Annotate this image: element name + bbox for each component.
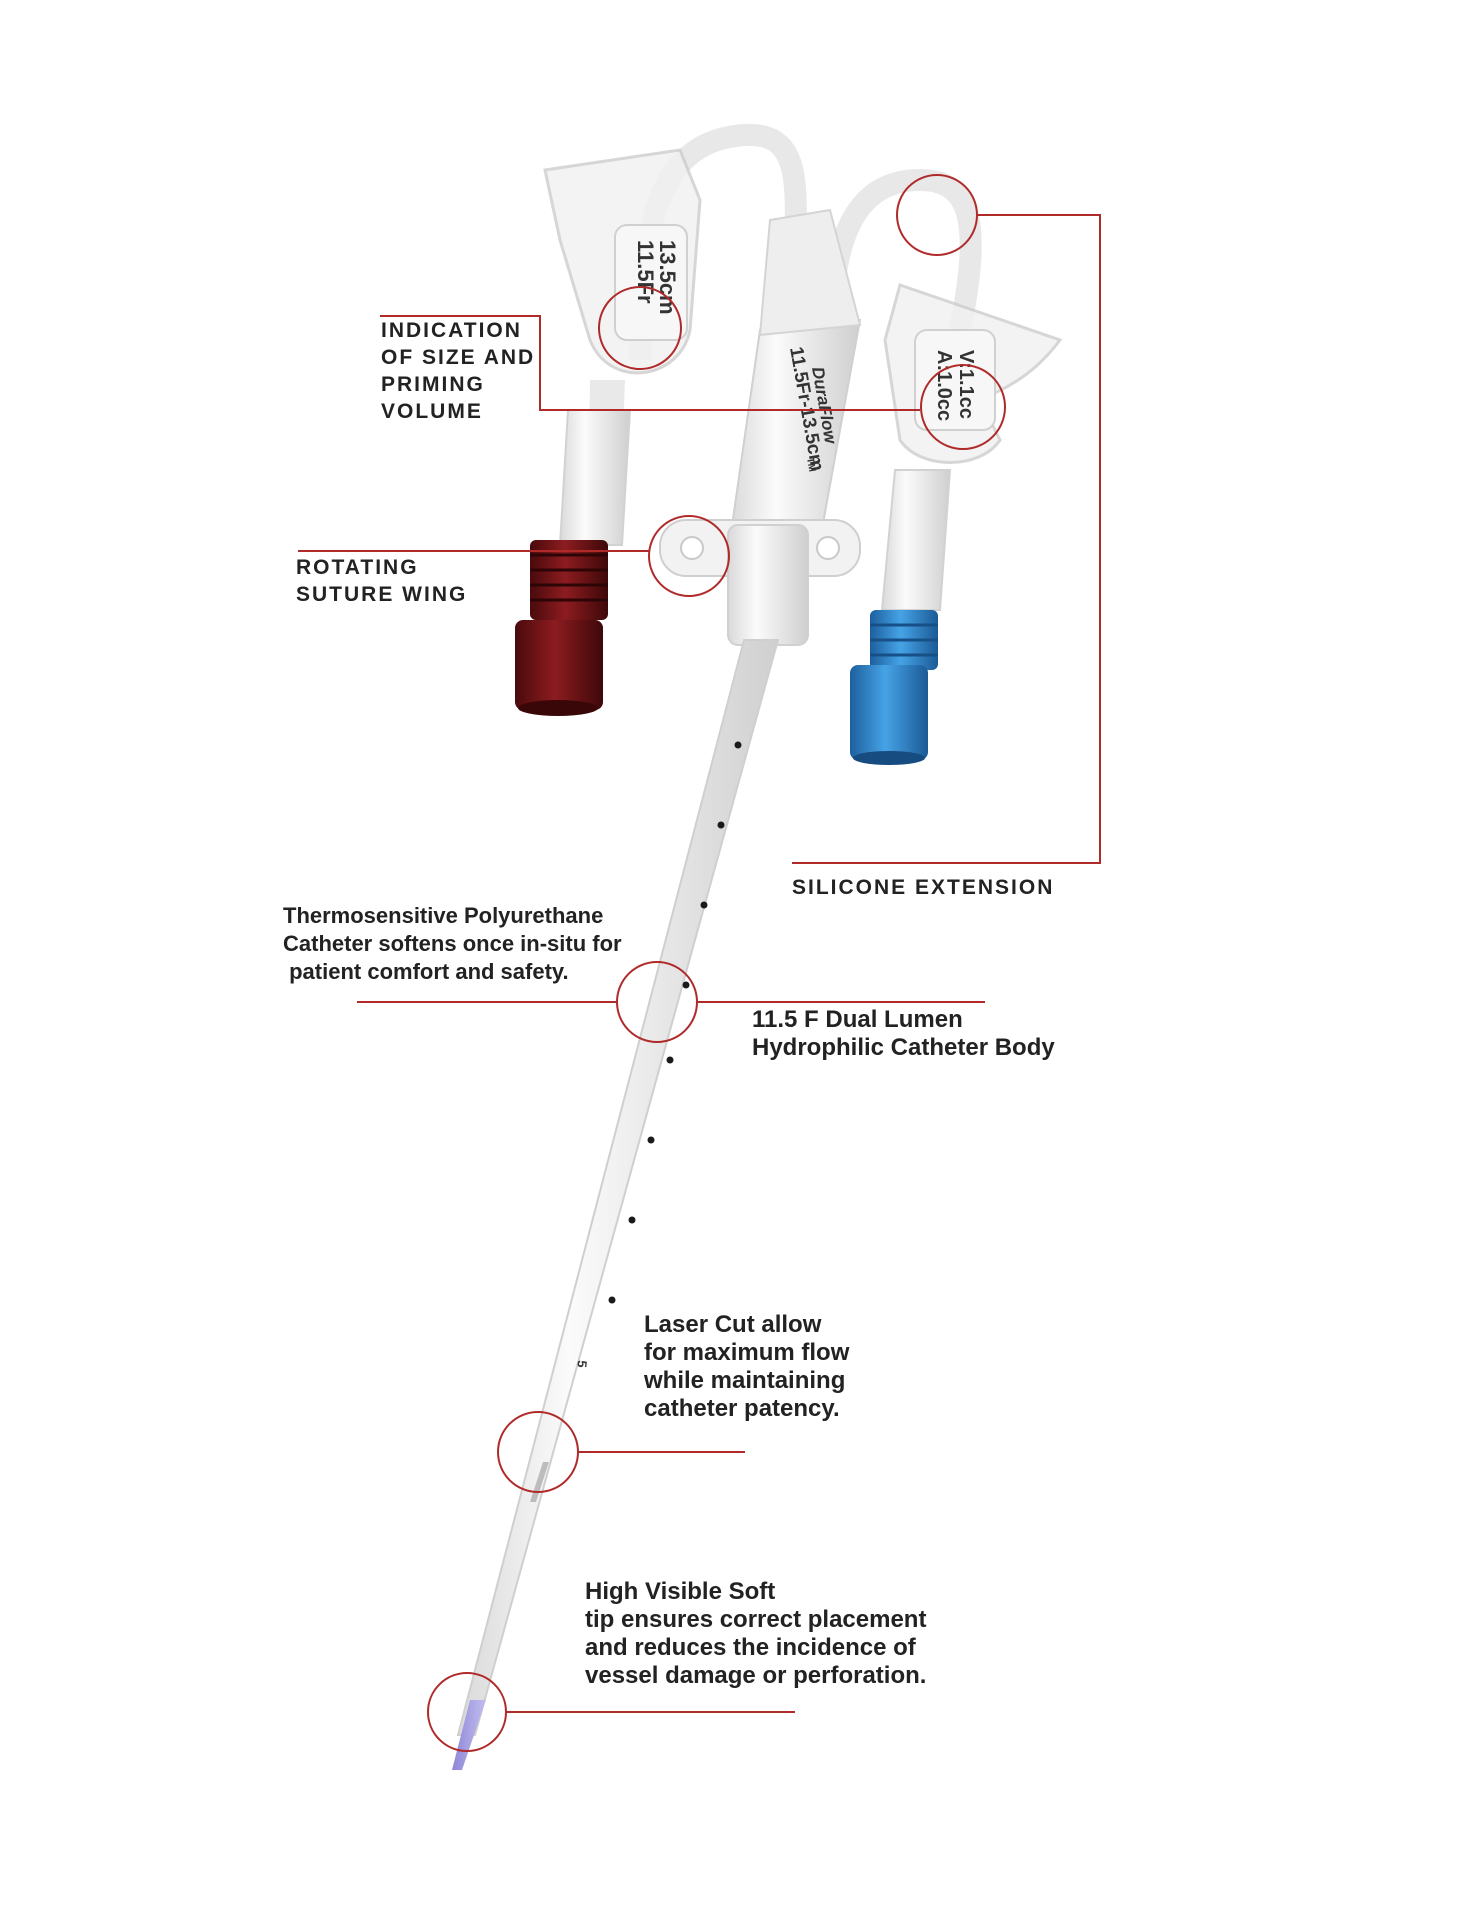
- callout-markers: [298, 174, 1101, 1752]
- label-line: while maintaining: [644, 1367, 846, 1394]
- catheter-shaft: [456, 639, 780, 1736]
- depth-mark: 5: [574, 1360, 590, 1369]
- label-suture-wing: ROTATING SUTURE WING: [296, 554, 467, 608]
- label-line: vessel damage or perforation.: [585, 1662, 927, 1689]
- label-line: OF SIZE AND: [381, 346, 536, 369]
- right-sleeve: [880, 469, 952, 611]
- label-silicone-extension: SILICONE EXTENSION: [792, 874, 1054, 901]
- left-tag-line-2: 13.5cm: [655, 240, 680, 315]
- label-polyurethane: Thermosensitive Polyurethane Catheter so…: [283, 902, 622, 986]
- label-line: PRIMING: [381, 373, 485, 396]
- label-line: tip ensures correct placement: [585, 1606, 927, 1633]
- left-size-tag: [614, 224, 688, 341]
- left-tag-line-1: 11.5Fr: [633, 240, 658, 304]
- junction-upper: [758, 208, 862, 337]
- venous-luer-hub: [850, 610, 938, 765]
- left-sleeve: [558, 409, 632, 546]
- side-holes: [608, 741, 742, 1304]
- callout-circle-volume-tag: [920, 364, 1006, 450]
- right-tag-line-2: V:1.1cc: [955, 350, 977, 419]
- catheter-device: [452, 123, 1063, 1770]
- label-line: SILICONE EXTENSION: [792, 876, 1055, 899]
- brand-trademark: TM: [804, 457, 817, 473]
- label-line: VOLUME: [381, 400, 483, 423]
- label-line: patient comfort and safety.: [283, 959, 569, 984]
- label-line: 11.5 F Dual Lumen: [752, 1006, 963, 1033]
- callout-circle-suture-wing: [648, 515, 730, 597]
- label-soft-tip: High Visible Soft tip ensures correct pl…: [585, 1578, 926, 1690]
- label-line: Laser Cut allow: [644, 1311, 822, 1338]
- callout-circle-size-tag: [598, 286, 682, 370]
- label-line: Catheter softens once in-situ for: [283, 931, 622, 956]
- soft-tip: [452, 1700, 486, 1770]
- label-line: Thermosensitive Polyurethane: [283, 903, 604, 928]
- label-line: High Visible Soft: [585, 1578, 776, 1605]
- label-catheter-body: 11.5 F Dual Lumen Hydrophilic Catheter B…: [752, 1006, 1055, 1062]
- label-line: for maximum flow: [644, 1339, 850, 1366]
- right-tag-line-1: A:1.0cc: [933, 350, 955, 421]
- callout-line-size: [380, 315, 920, 411]
- arterial-luer-hub: [515, 540, 608, 716]
- suture-wing: [659, 519, 861, 646]
- label-line: SUTURE WING: [296, 583, 468, 606]
- label-line: ROTATING: [296, 556, 419, 579]
- label-line: catheter patency.: [644, 1395, 840, 1422]
- label-size-priming: INDICATION OF SIZE AND PRIMING VOLUME: [381, 317, 535, 425]
- callout-line-silicone: [792, 214, 1101, 864]
- label-laser-cut: Laser Cut allow for maximum flow while m…: [644, 1311, 849, 1423]
- label-line: INDICATION: [381, 319, 522, 342]
- label-line: and reduces the incidence of: [585, 1634, 916, 1661]
- label-line: Hydrophilic Catheter Body: [752, 1034, 1055, 1061]
